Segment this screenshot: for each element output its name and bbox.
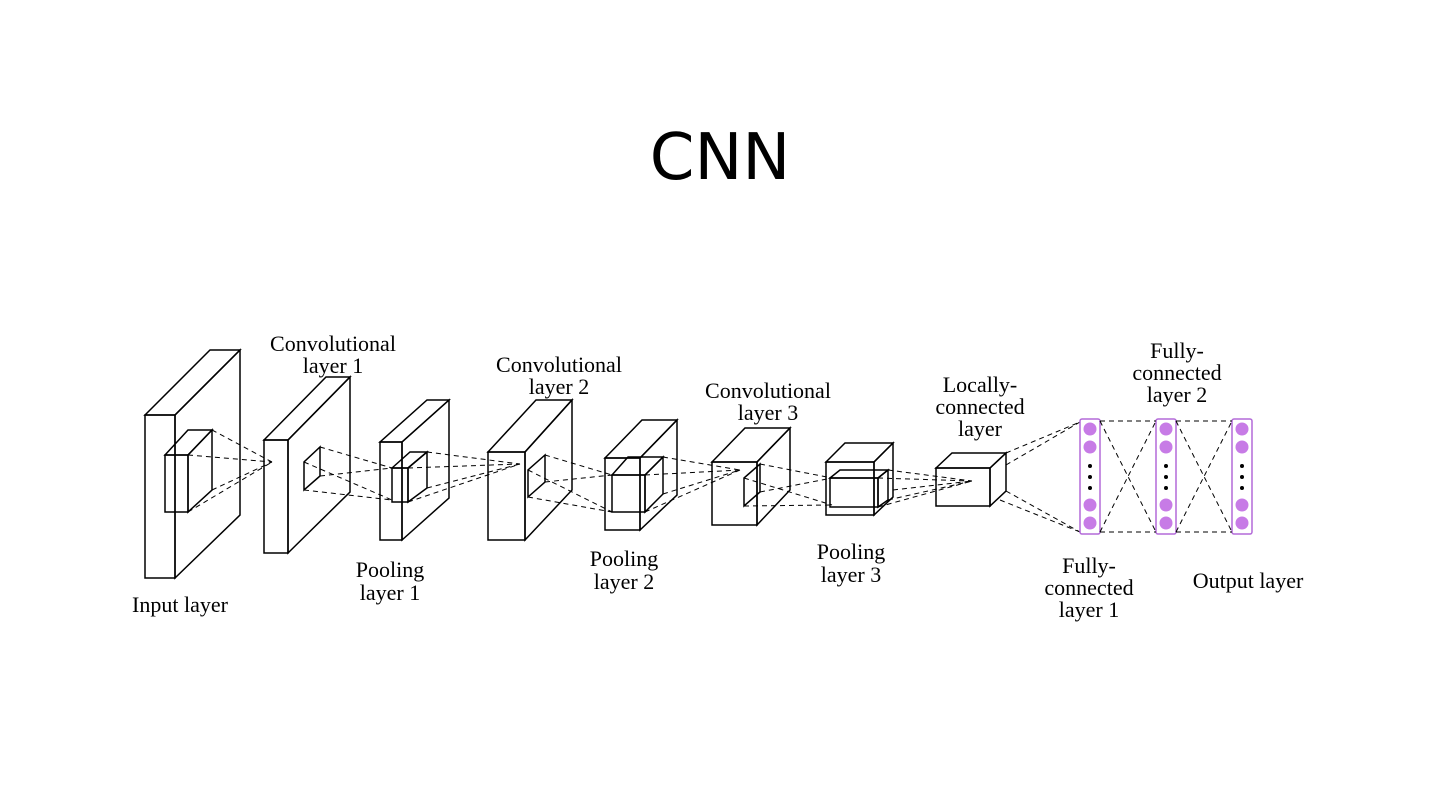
label-input-layer: Input layer — [132, 592, 229, 617]
label-conv3: Convolutional layer 3 — [705, 378, 831, 425]
label-conv3-line2: layer 3 — [738, 400, 798, 425]
label-pool1-line2: layer 1 — [360, 580, 420, 605]
pool1-block — [378, 398, 451, 542]
ellipsis-dot — [1088, 464, 1092, 468]
input-to-conv1-lines — [187, 429, 273, 513]
diagram-title: CNN — [649, 121, 791, 195]
fc1-column — [1079, 418, 1101, 535]
conv1-to-pool1-lines — [303, 446, 393, 501]
local-to-fc1-lines — [999, 421, 1081, 533]
pool3-to-local-lines — [877, 469, 973, 508]
label-local: Locally- connected layer — [935, 372, 1024, 441]
label-conv1-line2: layer 1 — [303, 353, 363, 378]
ellipsis-dot — [1164, 464, 1168, 468]
label-output-layer: Output layer — [1193, 568, 1304, 593]
pool1-to-conv2-lines — [407, 451, 521, 503]
label-pool1-line1: Pooling — [356, 557, 424, 582]
label-pool1: Pooling layer 1 — [356, 557, 424, 605]
label-pool3-line2: layer 3 — [821, 562, 881, 587]
label-fc2-line2: connected — [1132, 360, 1221, 385]
fc2-column — [1155, 418, 1177, 535]
neuron — [1083, 440, 1097, 454]
neuron — [1083, 422, 1097, 436]
ellipsis-dot — [1088, 486, 1092, 490]
label-conv2: Convolutional layer 2 — [496, 352, 622, 399]
neuron — [1235, 422, 1249, 436]
label-conv1-line1: Convolutional — [270, 331, 396, 356]
label-fc1-line2: connected — [1044, 575, 1133, 600]
ellipsis-dot — [1240, 464, 1244, 468]
conv1-block — [262, 375, 352, 555]
label-fc1-line1: Fully- — [1062, 553, 1116, 578]
label-local-line3: layer — [958, 416, 1003, 441]
label-fc2-line3: layer 2 — [1147, 382, 1207, 407]
neuron — [1235, 516, 1249, 530]
input-layer-block — [143, 348, 242, 580]
neuron — [1083, 516, 1097, 530]
neuron — [1235, 498, 1249, 512]
output-column — [1231, 418, 1253, 535]
local-block — [934, 451, 1008, 508]
neuron — [1159, 422, 1173, 436]
ellipsis-dot — [1164, 475, 1168, 479]
ellipsis-dot — [1240, 475, 1244, 479]
conv2-block — [486, 398, 574, 542]
label-pool2-line1: Pooling — [590, 546, 658, 571]
ellipsis-dot — [1240, 486, 1244, 490]
conv3-to-pool3-lines — [743, 463, 833, 507]
label-local-line1: Locally- — [943, 372, 1018, 397]
pool3-block — [824, 441, 895, 517]
neuron — [1235, 440, 1249, 454]
neuron — [1083, 498, 1097, 512]
label-local-line2: connected — [935, 394, 1024, 419]
label-pool2-line2: layer 2 — [594, 569, 654, 594]
conv3-block — [710, 426, 792, 527]
label-pool3: Pooling layer 3 — [817, 539, 885, 587]
neuron — [1159, 498, 1173, 512]
ellipsis-dot — [1088, 475, 1092, 479]
pool2-to-conv3-lines — [644, 456, 741, 513]
neuron — [1159, 516, 1173, 530]
neurons — [1083, 422, 1249, 530]
label-pool2: Pooling layer 2 — [590, 546, 658, 594]
label-fc1-line3: layer 1 — [1059, 597, 1119, 622]
label-conv2-line1: Convolutional — [496, 352, 622, 377]
label-conv1: Convolutional layer 1 — [270, 331, 396, 378]
label-pool3-line1: Pooling — [817, 539, 885, 564]
pool2-block — [603, 418, 679, 532]
label-fc1: Fully- connected layer 1 — [1044, 553, 1133, 622]
conv2-to-pool2-lines — [527, 454, 613, 513]
neuron — [1159, 440, 1173, 454]
ellipsis-dot — [1164, 486, 1168, 490]
label-fc2: Fully- connected layer 2 — [1132, 338, 1221, 407]
label-fc2-line1: Fully- — [1150, 338, 1204, 363]
label-conv2-line2: layer 2 — [529, 374, 589, 399]
fc-connection-lines — [1099, 420, 1233, 533]
label-conv3-line1: Convolutional — [705, 378, 831, 403]
